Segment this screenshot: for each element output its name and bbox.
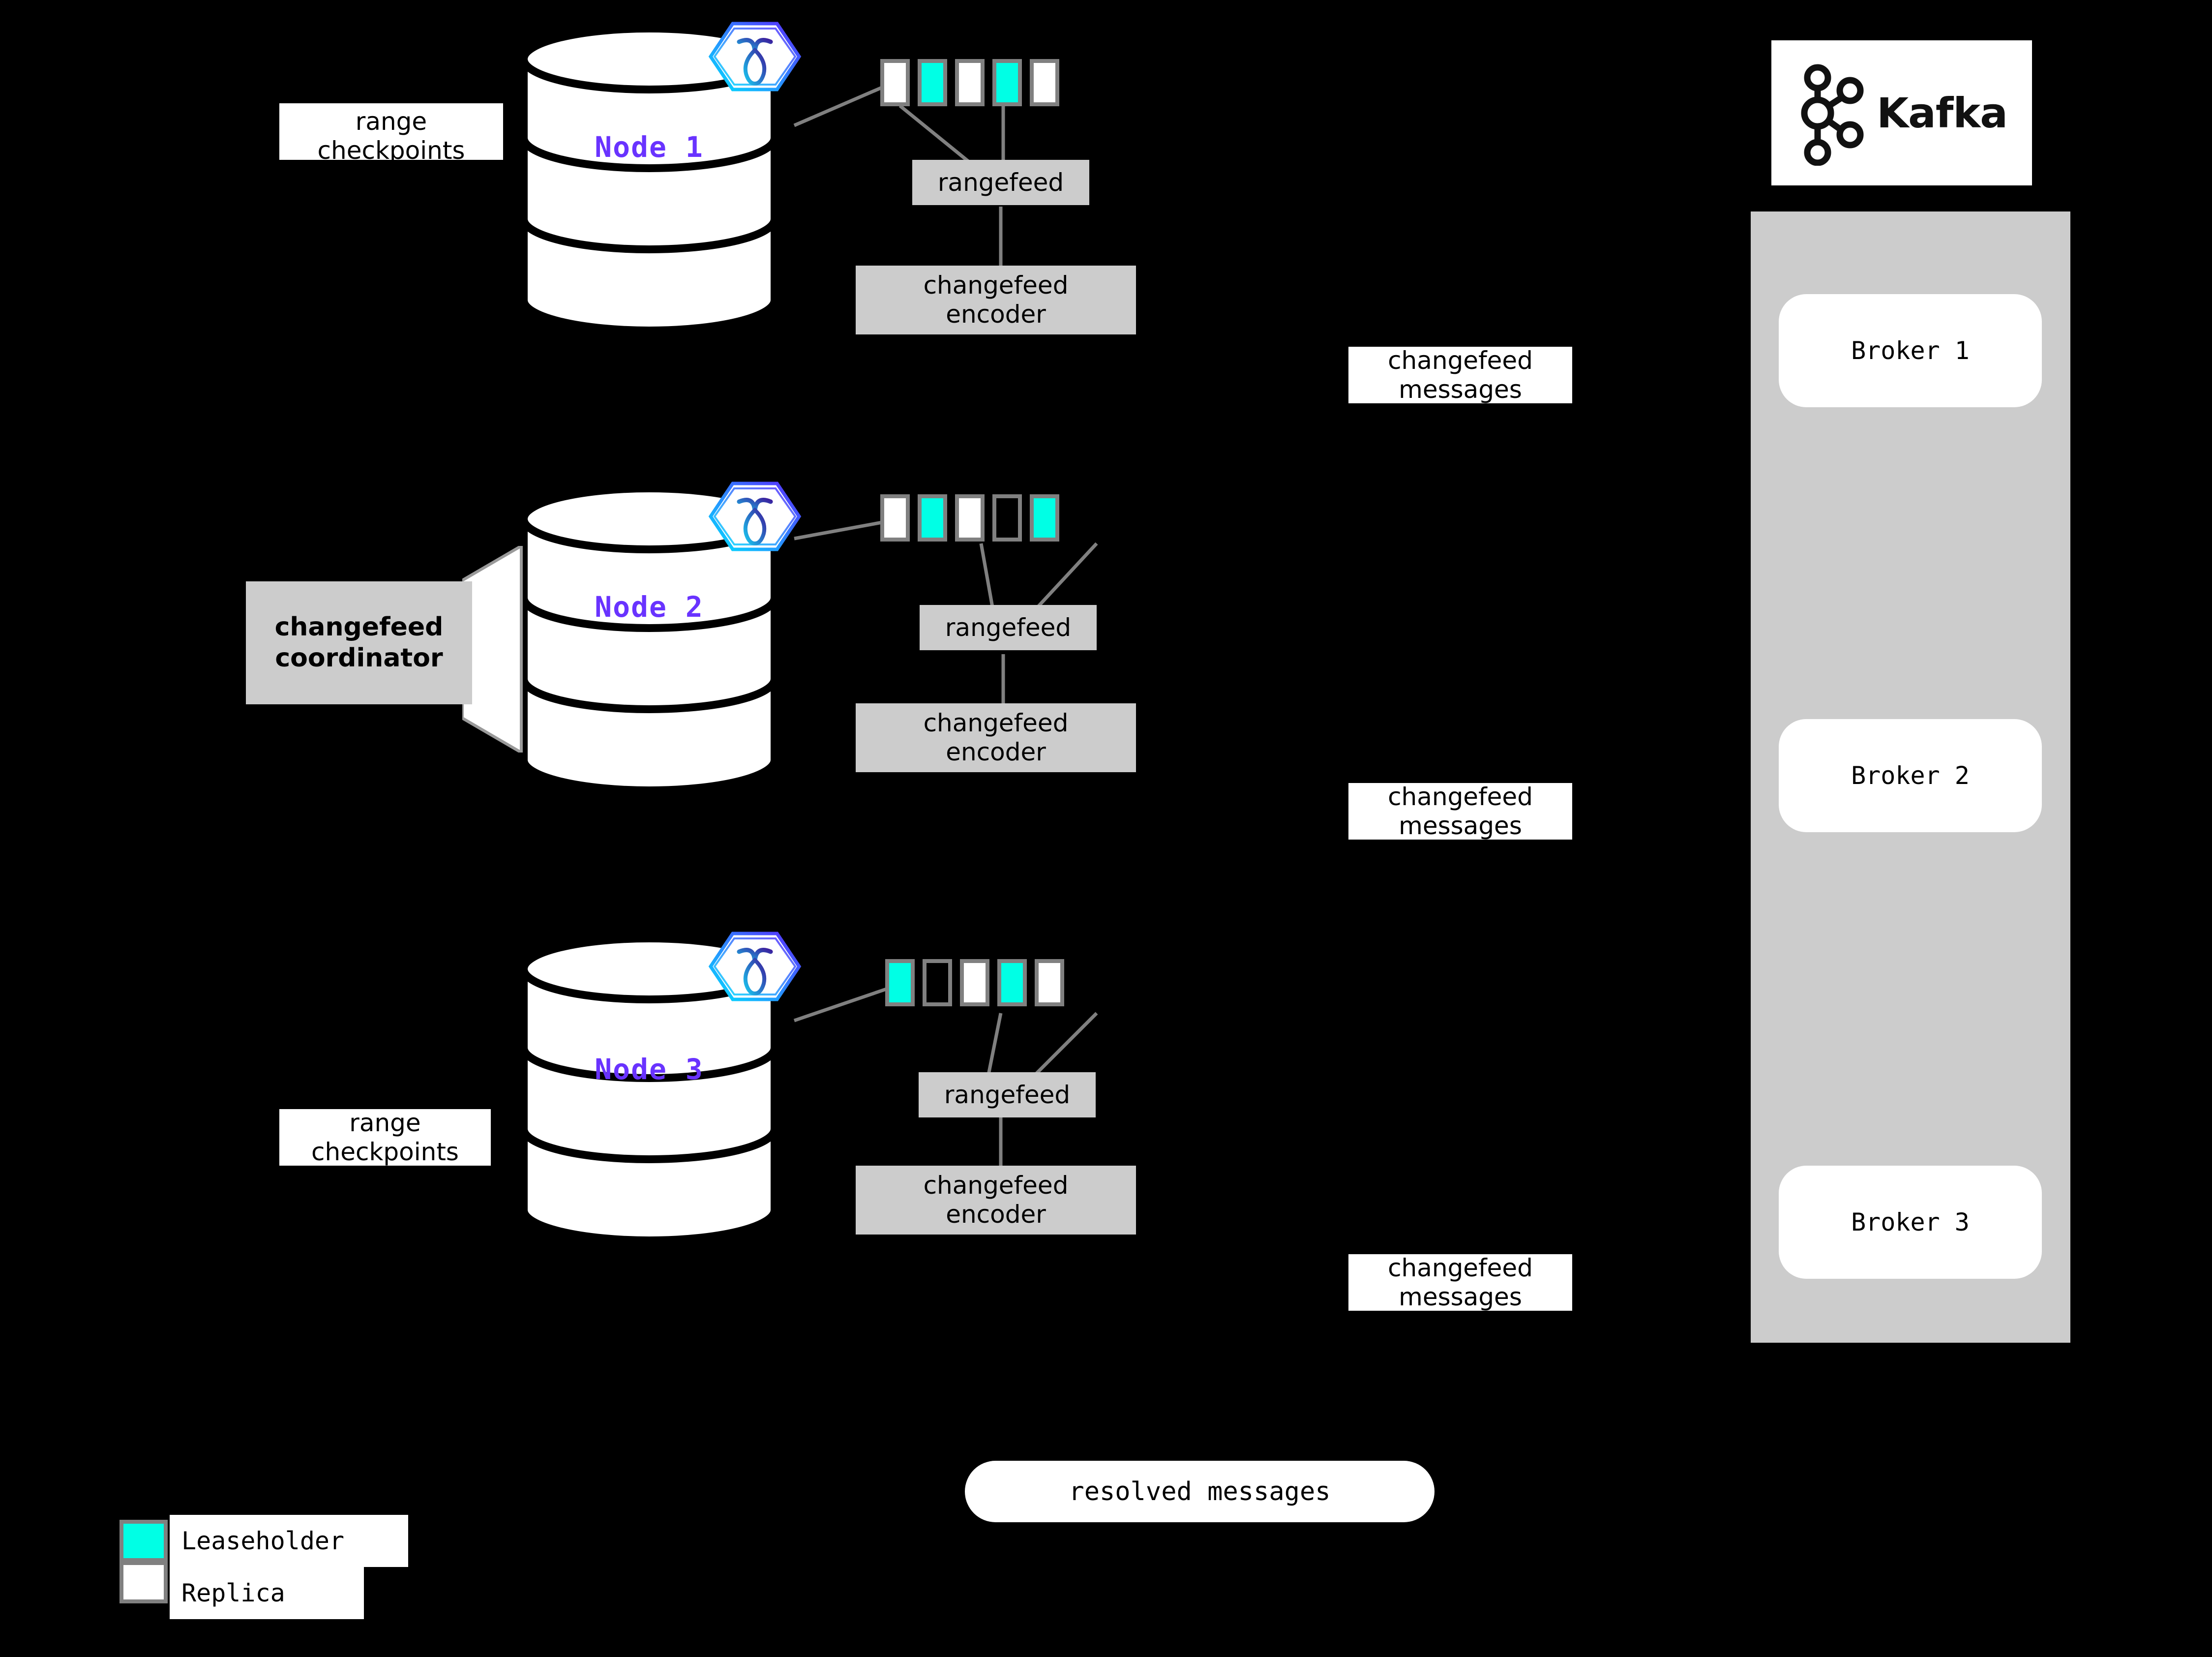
changefeed-coordinator-callout[interactable]: changefeed coordinator xyxy=(246,581,472,704)
changefeed-messages-label-1: changefeed messages xyxy=(1348,346,1572,404)
resolved-messages-pill: resolved messages xyxy=(965,1461,1435,1522)
changefeed-messages-label-3: changefeed messages xyxy=(1348,1254,1572,1311)
node-2-rangefeed-box[interactable]: rangefeed xyxy=(920,605,1097,650)
cockroachdb-logo-icon xyxy=(706,475,804,560)
broker-3[interactable]: Broker 3 xyxy=(1779,1166,2042,1279)
node-1-cylinder xyxy=(516,25,782,334)
range-box-leaseholder xyxy=(1030,494,1059,542)
range-box-empty xyxy=(992,494,1022,542)
range-box-empty xyxy=(923,959,952,1006)
node-2-range-strip xyxy=(880,494,1059,542)
legend-swatch-leaseholder xyxy=(120,1520,168,1562)
broker-2[interactable]: Broker 2 xyxy=(1779,719,2042,832)
range-box-replica xyxy=(1035,959,1064,1006)
range-checkpoints-bottom-label: range checkpoints xyxy=(279,1109,491,1166)
range-box-replica xyxy=(955,494,985,542)
kafka-logo: Kafka xyxy=(1771,40,2032,185)
node-3-rangefeed-box[interactable]: rangefeed xyxy=(919,1072,1096,1117)
range-box-leaseholder xyxy=(885,959,915,1006)
range-box-leaseholder xyxy=(918,59,947,106)
node-3-range-strip xyxy=(885,959,1064,1006)
legend-label-leaseholder: Leaseholder xyxy=(170,1515,408,1567)
broker-1[interactable]: Broker 1 xyxy=(1779,294,2042,407)
node-1-range-strip xyxy=(880,59,1059,106)
node-1-changefeed-encoder-box[interactable]: changefeed encoder xyxy=(856,266,1136,334)
changefeed-messages-label-2: changefeed messages xyxy=(1348,783,1572,840)
node-2-changefeed-encoder-box[interactable]: changefeed encoder xyxy=(856,703,1136,772)
range-box-replica xyxy=(955,59,985,106)
legend-label-replica: Replica xyxy=(170,1567,364,1619)
range-box-replica xyxy=(960,959,989,1006)
changefeed-coordinator-pointer-icon xyxy=(462,546,523,753)
range-box-leaseholder xyxy=(992,59,1022,106)
range-checkpoints-top-label: range checkpoints xyxy=(279,103,503,165)
cockroachdb-logo-icon xyxy=(706,15,804,100)
kafka-wordmark: Kafka xyxy=(1877,89,2008,137)
node-2-cylinder xyxy=(516,484,782,794)
cockroachdb-logo-icon xyxy=(706,925,804,1010)
range-box-leaseholder xyxy=(997,959,1027,1006)
range-box-replica xyxy=(880,59,910,106)
range-box-replica xyxy=(880,494,910,542)
range-box-replica xyxy=(1030,59,1059,106)
kafka-mark-icon xyxy=(1801,64,1864,166)
legend-swatch-replica xyxy=(120,1561,168,1603)
range-box-leaseholder xyxy=(918,494,947,542)
node-3-changefeed-encoder-box[interactable]: changefeed encoder xyxy=(856,1166,1136,1235)
node-1-rangefeed-box[interactable]: rangefeed xyxy=(912,160,1089,205)
